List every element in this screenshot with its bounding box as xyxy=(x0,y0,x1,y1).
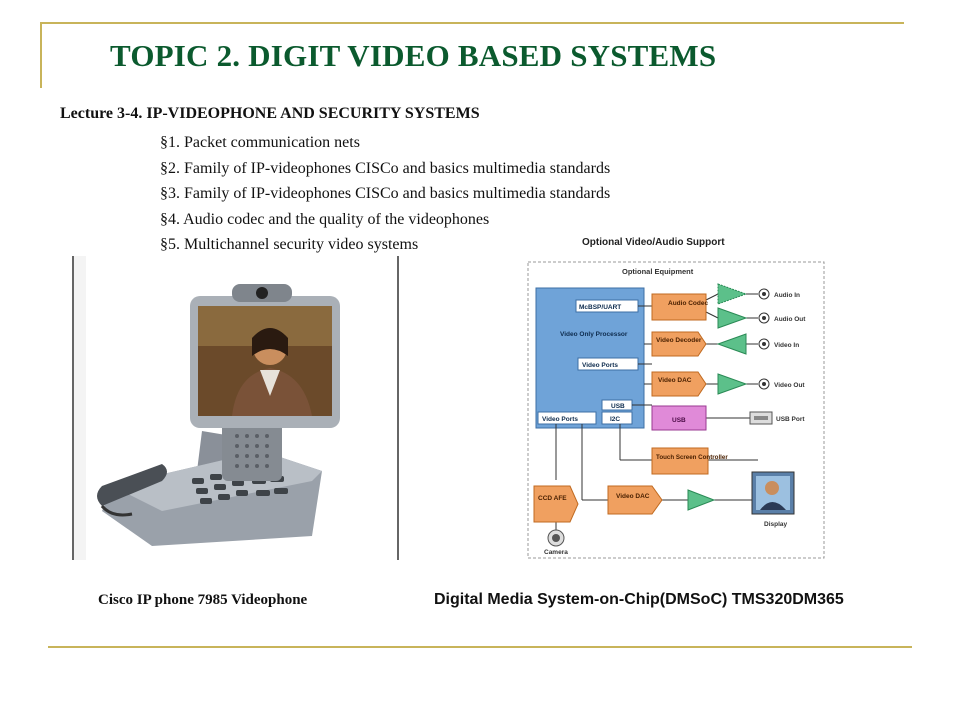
video-out-label: Video Out xyxy=(774,382,805,389)
i2c-box xyxy=(601,411,633,425)
videophone-image xyxy=(72,256,400,560)
audio-codec-block xyxy=(651,293,707,321)
left-rule xyxy=(40,22,42,88)
video-ports-b-label: Video Ports xyxy=(542,416,578,423)
audio-in-label: Audio In xyxy=(774,292,800,299)
diagram-heading: Optional Video/Audio Support xyxy=(582,237,725,248)
caption-dmsoc: Digital Media System-on-Chip(DMSoC) TMS3… xyxy=(434,591,844,608)
section-item: §4. Audio codec and the quality of the v… xyxy=(160,210,490,228)
video-dac2-block xyxy=(607,485,663,515)
video-in-label: Video In xyxy=(774,342,799,349)
section-item: §1. Packet communication nets xyxy=(160,134,360,151)
video-dac2-label: Video DAC xyxy=(616,493,650,500)
optional-equipment-label: Optional Equipment xyxy=(622,267,694,276)
usb-port-box-label: USB xyxy=(611,403,625,410)
video-decoder-block xyxy=(651,331,707,357)
ccd-afe-label: CCD AFE xyxy=(538,495,567,502)
section-list: §1. Packet communication nets §2. Family… xyxy=(160,130,610,258)
dmsoc-block-diagram: Optional Video/Audio Support Optional Eq… xyxy=(520,232,830,562)
amp-video-out xyxy=(717,373,748,395)
usb-port-label: USB Port xyxy=(776,416,805,423)
section-item: §3. Family of IP-videophones CISCo and b… xyxy=(160,185,611,202)
video-ports-b xyxy=(537,411,597,425)
section-item: §5. Multichannel security video systems xyxy=(160,236,419,253)
video-decoder-label: Video Decoder xyxy=(656,337,702,344)
audio-codec-label: Audio Codec xyxy=(668,300,708,307)
slide-title: TOPIC 2. DIGIT VIDEO BASED SYSTEMS xyxy=(110,38,717,73)
video-dac-label: Video DAC xyxy=(658,377,692,384)
mcbsp-label: McBSP/UART xyxy=(579,304,621,311)
video-ports-a-label: Video Ports xyxy=(582,362,618,369)
processor-label: Video Only Processor xyxy=(560,331,628,338)
caption-videophone: Cisco IP phone 7985 Videophone xyxy=(98,592,308,608)
top-rule xyxy=(40,22,904,24)
i2c-label: I2C xyxy=(610,416,620,423)
amp-audio-out xyxy=(717,307,748,329)
section-item: §2. Family of IP-videophones CISCo and b… xyxy=(160,159,611,177)
display-label: Display xyxy=(764,521,788,528)
camera-label: Camera xyxy=(544,549,568,556)
usb-block-label: USB xyxy=(672,417,686,424)
ccd-afe-block xyxy=(533,485,579,523)
touch-screen-label: Touch Screen Controller xyxy=(656,454,728,461)
lecture-heading: Lecture 3-4. IP-VIDEOPHONE AND SECURITY … xyxy=(60,105,480,122)
amp-audio-in xyxy=(717,283,748,305)
optional-equipment-box xyxy=(527,261,825,559)
video-dac-block xyxy=(651,371,707,397)
amp-video-in xyxy=(716,333,747,355)
amp-display xyxy=(687,489,716,511)
touch-screen-block xyxy=(651,447,709,475)
usb-block xyxy=(651,405,707,431)
audio-out-label: Audio Out xyxy=(774,316,806,323)
bottom-rule xyxy=(48,646,912,648)
